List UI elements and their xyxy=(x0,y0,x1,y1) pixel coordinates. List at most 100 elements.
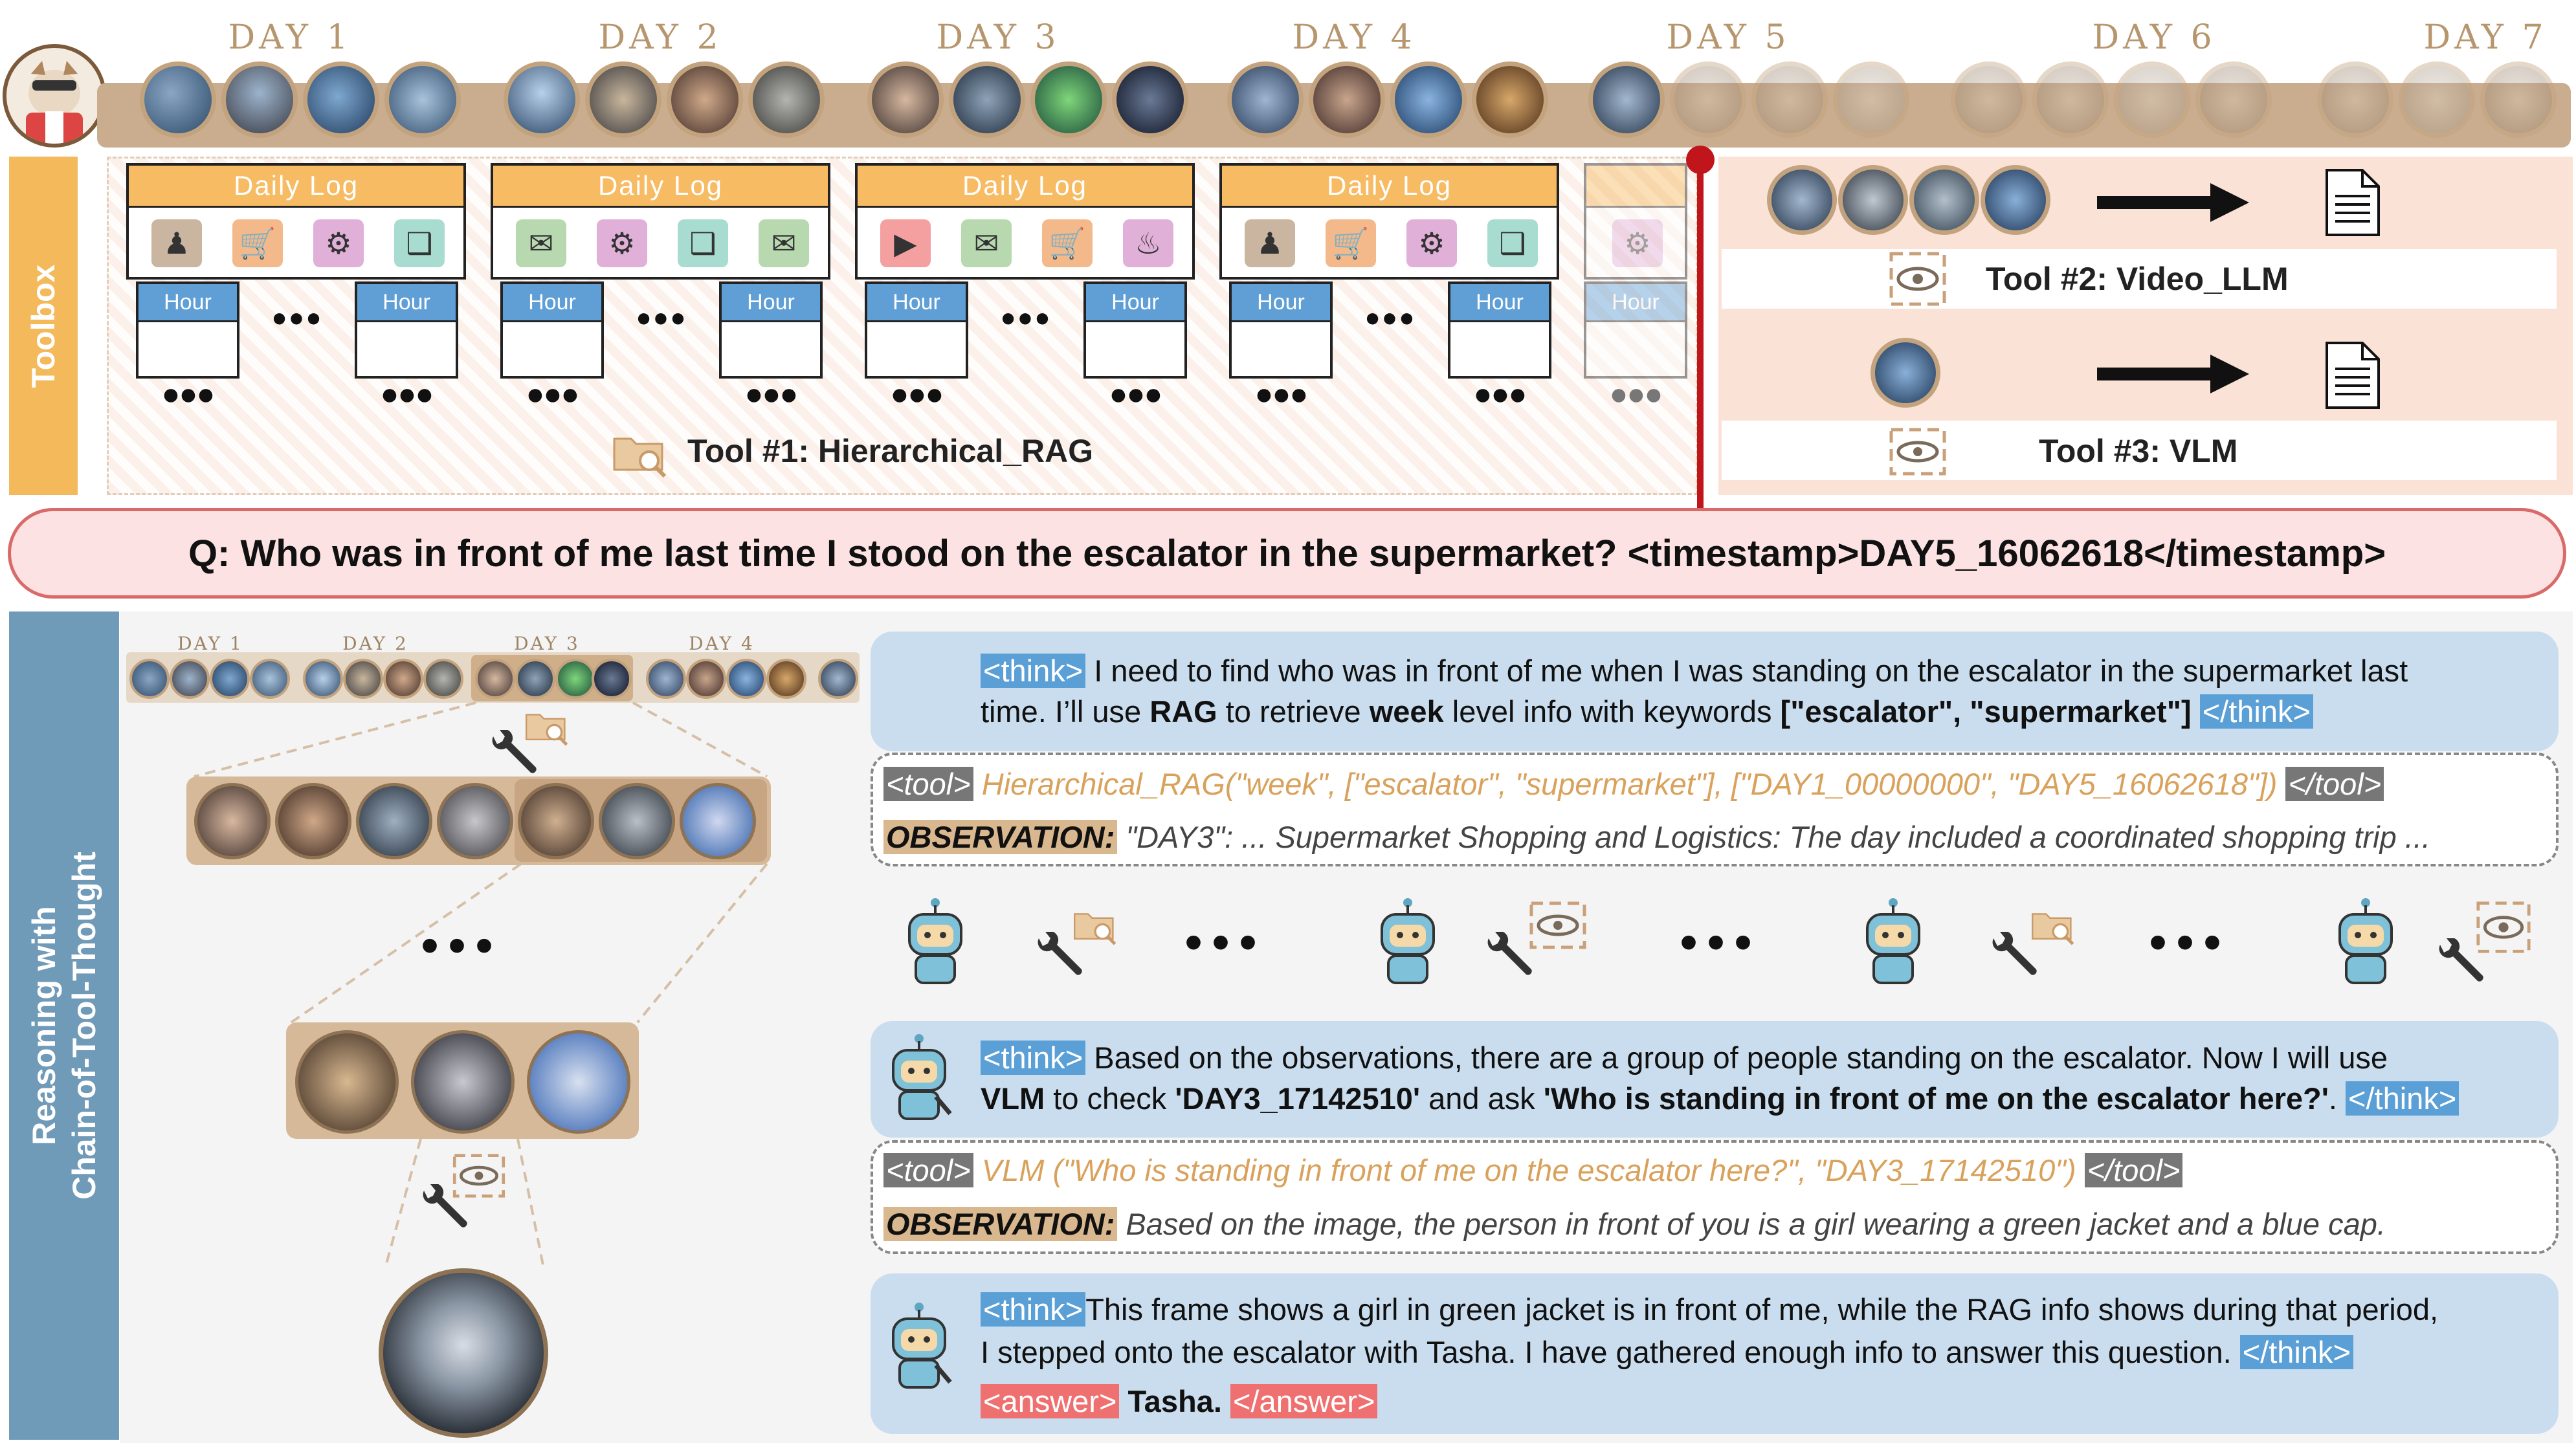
answer-line: <answer> Tasha. </answer> xyxy=(981,1381,1378,1422)
think-tag: </think> xyxy=(2346,1081,2459,1116)
video-frame-thumbnail xyxy=(1390,61,1467,138)
video-frame-thumbnail xyxy=(2032,61,2109,138)
tool-call-2-line: <tool> VLM ("Who is standing in front of… xyxy=(883,1150,2183,1191)
gear-icon: ⚙ xyxy=(597,219,647,267)
wrench-icon xyxy=(2434,937,2485,990)
hour-log-card: Hour xyxy=(719,281,823,379)
observation-label: OBSERVATION: xyxy=(883,820,1118,854)
tool-call-1 xyxy=(871,753,2559,866)
video-frame-thumbnail xyxy=(475,659,515,699)
day-label: DAY 6 xyxy=(2092,18,2216,57)
hour-log-card-partial: Hour xyxy=(1584,281,1687,379)
cart-icon: 🛒 xyxy=(1042,219,1093,267)
ellipsis: ••• xyxy=(2149,913,2231,971)
hour-log-card: Hour xyxy=(1448,281,1551,379)
hour-title: Hour xyxy=(1232,284,1330,322)
video-frame-thumbnail xyxy=(680,783,756,859)
video-frame-thumbnail xyxy=(667,61,743,138)
think-tag: </think> xyxy=(2199,694,2313,729)
gear-icon: ⚙ xyxy=(313,219,364,267)
reasoning-label: Reasoning with Chain-of-Tool-Thought xyxy=(9,611,119,1440)
video-frame-thumbnail xyxy=(1833,61,1909,138)
think-text: to check xyxy=(1045,1081,1175,1116)
video-frame-thumbnail xyxy=(411,1030,515,1134)
tool-call-1-line: <tool> Hierarchical_RAG("week", ["escala… xyxy=(883,764,2384,805)
hour-title: Hour xyxy=(1086,284,1184,322)
dots: ●●● xyxy=(1254,377,1309,412)
video-frame-thumbnail xyxy=(210,659,250,699)
current-time-line xyxy=(1697,151,1704,508)
video-frame-thumbnail xyxy=(303,659,343,699)
think-step-2-line-2: VLM to check 'DAY3_17142510' and ask 'Wh… xyxy=(981,1078,2459,1119)
document-icon xyxy=(2324,167,2382,238)
folder-search-icon xyxy=(612,427,670,479)
observation-text: Based on the image, the person in front … xyxy=(1117,1207,2386,1241)
video-frame-thumbnail xyxy=(343,659,383,699)
robot-icon xyxy=(1369,896,1447,987)
think-text: This frame shows a girl in green jacket … xyxy=(1085,1292,2439,1327)
wrench-icon xyxy=(1987,931,2039,984)
video-frame-thumbnail xyxy=(250,659,290,699)
video-frame-thumbnail xyxy=(686,659,726,699)
daily-log-card-partial: ⚙ xyxy=(1584,163,1687,280)
cart-icon: 🛒 xyxy=(1326,219,1376,267)
think-tag: </think> xyxy=(2239,1335,2353,1369)
tool3-label: Tool #3: VLM xyxy=(2039,433,2238,469)
daily-log-card: Daily Log ♟ 🛒 ⚙ ❑ xyxy=(126,163,466,280)
video-frame-thumbnail xyxy=(555,659,595,699)
think-text: Based on the observations, there are a g… xyxy=(1085,1041,2388,1075)
think-text: to retrieve xyxy=(1217,694,1370,729)
avatar xyxy=(3,44,106,148)
day-label: DAY 3 xyxy=(936,18,1060,57)
video-frame-thumbnail xyxy=(1112,61,1188,138)
think-text: . xyxy=(2328,1081,2346,1116)
video-frame-thumbnail xyxy=(2195,61,2272,138)
hour-title: Hour xyxy=(1450,284,1549,322)
day-label: DAY 2 xyxy=(598,18,722,57)
tool2-bar xyxy=(1722,249,2557,309)
broom-icon: ❑ xyxy=(394,219,445,267)
toolbox-label: Toolbox xyxy=(9,157,78,495)
daily-log-title: Daily Log xyxy=(493,166,828,208)
hour-title: Hour xyxy=(357,284,456,322)
daily-log-card: Daily Log ▶ ✉ 🛒 ♨ xyxy=(855,163,1195,280)
wrench-icon xyxy=(487,729,539,782)
gear-icon: ⚙ xyxy=(1406,219,1457,267)
video-frame-thumbnail xyxy=(194,783,271,859)
think-text: time. I’ll use xyxy=(981,694,1150,729)
video-frame-thumbnail xyxy=(818,659,858,699)
think-step-1 xyxy=(871,632,2559,751)
video-frame-thumbnail xyxy=(515,659,555,699)
video-frame-thumbnail xyxy=(295,1030,399,1134)
video-frame-thumbnail xyxy=(1951,61,2027,138)
day-label: DAY 7 xyxy=(2423,18,2548,57)
ellipsis: ••• xyxy=(1184,913,1267,971)
chat-icon: ✉ xyxy=(961,219,1012,267)
tool2-label: Tool #2: Video_LLM xyxy=(1986,261,2289,297)
hour-log-card: Hour xyxy=(1229,281,1333,379)
video-frame-thumbnail xyxy=(592,659,632,699)
tool-tag: <tool> xyxy=(883,767,973,801)
daily-log-title: Daily Log xyxy=(129,166,463,208)
daily-log-title: Daily Log xyxy=(1222,166,1557,208)
eye-scan-icon xyxy=(1889,251,1947,307)
hour-log-card: Hour xyxy=(1083,281,1187,379)
zoom-connectors xyxy=(194,701,768,1269)
video-frame-thumbnail xyxy=(867,61,944,138)
video-frame-thumbnail xyxy=(2317,61,2393,138)
video-frame-thumbnail xyxy=(2399,61,2475,138)
daily-log-title xyxy=(1586,166,1685,208)
think-step-1-line-2: time. I’ll use RAG to retrieve week leve… xyxy=(981,691,2313,733)
think-tag: <think> xyxy=(981,1041,1086,1075)
video-frame-thumbnail xyxy=(384,61,461,138)
dots: ●●● xyxy=(1109,377,1163,412)
think-tag: <think> xyxy=(981,1292,1086,1327)
video-frame-thumbnail xyxy=(1588,61,1665,138)
hour-title: Hour xyxy=(139,284,237,322)
video-frame-thumbnail xyxy=(949,61,1025,138)
answer-tag: </answer> xyxy=(1230,1384,1378,1418)
ellipsis: ••• xyxy=(272,295,324,342)
dots: ●●● xyxy=(161,377,216,412)
video-frame-thumbnail xyxy=(170,659,210,699)
think-step-1-line-1: <think> I need to find who was in front … xyxy=(981,650,2408,692)
